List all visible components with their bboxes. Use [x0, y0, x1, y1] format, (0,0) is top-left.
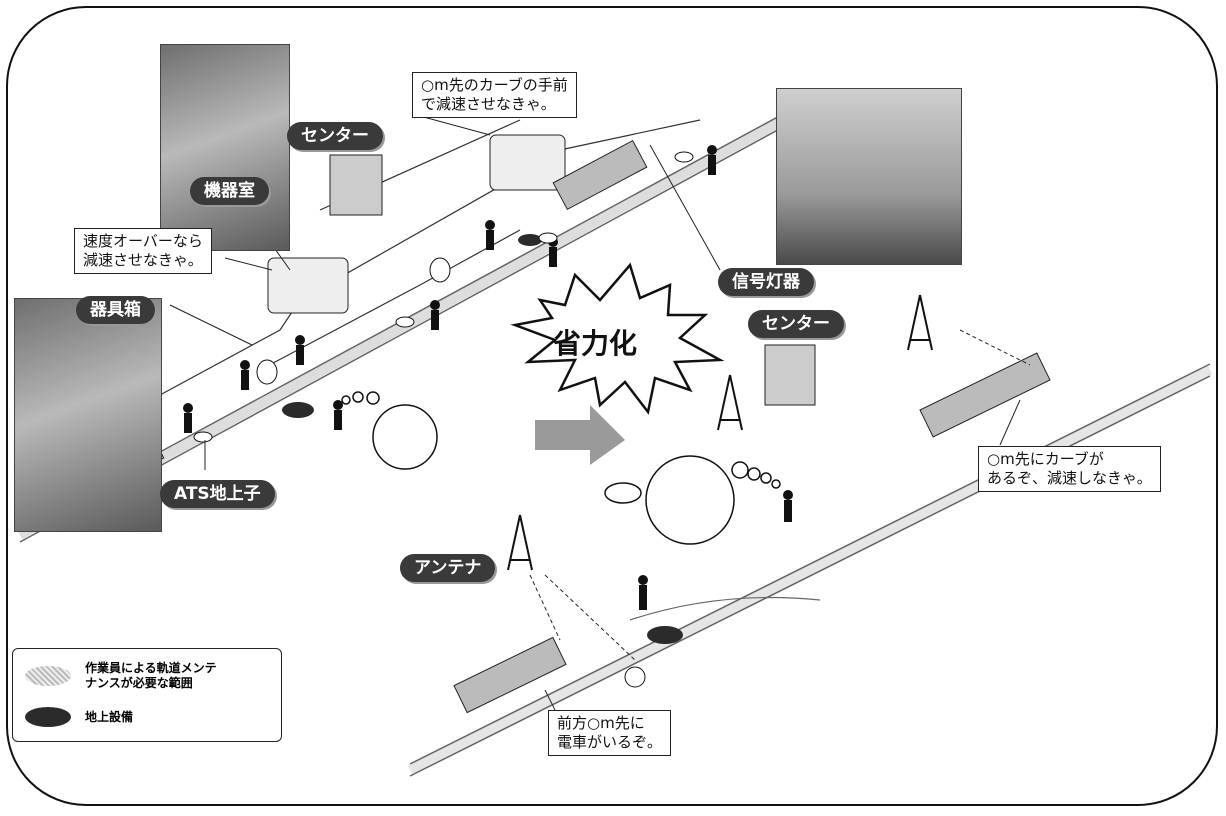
bubble-curve-ahead-line-2: で減速させなきゃ。 — [421, 95, 556, 113]
legend-maintenance-area: 作業員による軌道メンテ ナンスが必要な範囲 — [25, 661, 217, 691]
legend-maintenance-line-2: ナンスが必要な範囲 — [85, 676, 193, 690]
worker-thought-old — [341, 391, 438, 470]
bubble-speed-over-line-1: 速度オーバーなら — [83, 232, 203, 250]
bubble-curve-warning-line-2: あるぞ、減速しなきゃ。 — [987, 469, 1152, 487]
label-labor-saving: 省力化 — [553, 327, 638, 360]
legend-maintenance-line-1: 作業員による軌道メンテ — [85, 661, 217, 675]
signal-light-photo — [776, 88, 962, 265]
ground-equipment-swatch — [25, 707, 71, 727]
transition-arrow — [535, 405, 625, 465]
label-antenna: アンテナ — [400, 554, 496, 582]
label-signal-light: 信号灯器 — [718, 268, 814, 296]
label-center-2: センター — [748, 310, 844, 338]
legend: 作業員による軌道メンテ ナンスが必要な範囲 地上設備 — [12, 648, 282, 742]
workers — [183, 145, 793, 610]
bubble-speed-over: 速度オーバーなら 減速させなきゃ。 — [74, 228, 212, 274]
train-bottom — [453, 636, 567, 714]
track-new-system — [407, 363, 1213, 777]
equipment-room-building — [267, 134, 566, 314]
label-ats-ground: ATS地上子 — [160, 480, 275, 508]
equipment-room-photo — [160, 44, 290, 251]
worker-thought-new — [604, 455, 781, 545]
train-right — [919, 352, 1051, 438]
bubble-train-ahead: 前方○m先に 電車がいるぞ。 — [548, 710, 672, 756]
bubble-speed-over-line-2: 減速させなきゃ。 — [83, 251, 203, 269]
ats-ground-units — [193, 151, 694, 688]
label-equipment-room: 機器室 — [190, 177, 269, 205]
antenna-towers — [507, 294, 933, 571]
center-building-1 — [329, 154, 383, 216]
bubble-curve-ahead: ○m先のカーブの手前 で減速させなきゃ。 — [412, 72, 577, 118]
bubble-train-ahead-line-1: 前方○m先に — [557, 714, 645, 732]
bubble-curve-warning-line-1: ○m先にカーブが — [987, 450, 1104, 468]
equipment-box-photo — [14, 298, 162, 532]
center-building-2 — [764, 344, 816, 406]
bubble-curve-warning: ○m先にカーブが あるぞ、減速しなきゃ。 — [978, 446, 1161, 492]
ground-equipment — [282, 234, 683, 644]
legend-ground-equipment-label: 地上設備 — [85, 709, 134, 724]
legend-ground-equipment: 地上設備 — [25, 707, 133, 727]
bubble-train-ahead-line-2: 電車がいるぞ。 — [557, 733, 663, 751]
label-equipment-box: 器具箱 — [76, 296, 155, 324]
radio-links — [529, 329, 1031, 661]
label-center-1: センター — [287, 122, 383, 150]
train-upper — [552, 139, 648, 211]
bubble-curve-ahead-line-1: ○m先のカーブの手前 — [421, 76, 568, 94]
maintenance-area-swatch — [25, 666, 71, 686]
labor-saving-burst — [510, 262, 725, 415]
